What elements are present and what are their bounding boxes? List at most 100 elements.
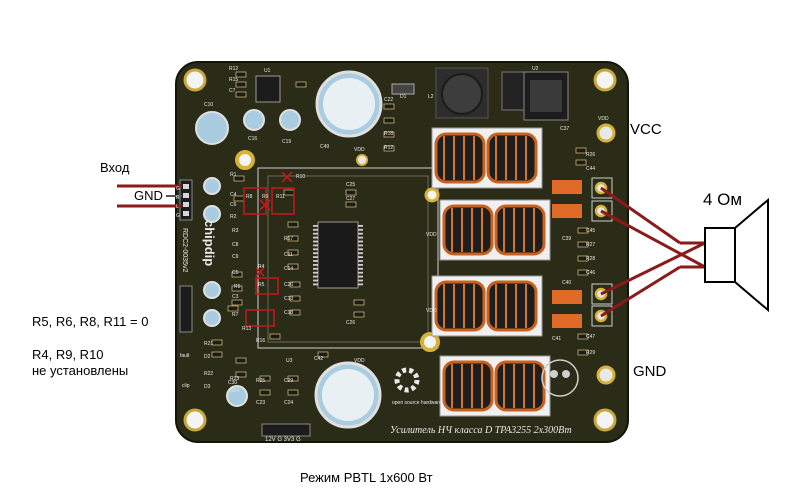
inductor-core [434, 132, 486, 184]
component-ref-c39: C39 [562, 236, 571, 242]
pcb-inner-outline-2 [267, 175, 429, 343]
not-installed-label-2: не установлены [32, 363, 129, 378]
ic-tpa3255 [317, 221, 359, 289]
component-ref-r8: R8 [246, 194, 253, 200]
smd-part [235, 81, 247, 88]
board-clip-label: clip [182, 383, 190, 389]
ic-pin [313, 225, 318, 227]
terminal-frame [591, 177, 613, 199]
component-ref-c29: C29 [284, 378, 293, 384]
smd-part [289, 309, 301, 316]
component-ref-r4: R4 [258, 264, 265, 270]
inductor-core [486, 280, 538, 332]
smd-part [235, 371, 247, 378]
ic-pin [313, 248, 318, 251]
big-capacitor-top [322, 369, 374, 421]
orange-pad [552, 204, 582, 218]
smd-part [577, 227, 589, 234]
ic-pin [313, 264, 318, 266]
board-part-number: RDC2-0035v2 [181, 228, 188, 272]
component-ref-r29: R29 [586, 350, 595, 356]
input-wires [117, 184, 182, 208]
board-pin-label: R [176, 195, 180, 201]
board-vdd-label: VDD [426, 308, 437, 314]
skull-logo-eye [550, 370, 558, 378]
power-connector [261, 423, 311, 437]
inductor-core [442, 360, 494, 412]
component-ref-c27: C27 [346, 196, 355, 202]
component-ref-r28: R28 [586, 256, 595, 262]
component-ref-c6: C6 [230, 202, 237, 208]
board-pin-label: L [176, 204, 179, 210]
component-ref-c44: C44 [586, 166, 595, 172]
component-ref-c25: C25 [346, 182, 355, 188]
board-fault-label: fault [180, 353, 190, 359]
inductor-core [486, 132, 538, 184]
board-vdd-label: VDD [354, 358, 365, 364]
smd-part [289, 281, 301, 288]
mounting-hole [424, 187, 440, 203]
smd-part [383, 103, 395, 110]
ic-pins [313, 225, 363, 286]
smd-part [575, 147, 587, 154]
ic-pin [313, 283, 318, 286]
ic-pin [358, 279, 363, 282]
smd-part [289, 295, 301, 302]
component-ref-u3: U3 [286, 358, 293, 364]
component-ref-u1: U1 [264, 68, 271, 74]
ic-pin [313, 275, 318, 278]
board-title: Усилитель НЧ класса D TPA3255 2x300Вт [390, 425, 572, 436]
smd-part [383, 131, 395, 138]
smd-part [287, 235, 299, 242]
ic-pin [358, 248, 363, 251]
inductor-core [494, 204, 546, 256]
smd-part [269, 333, 281, 340]
component-ref-r5: R5 [258, 282, 265, 288]
component-ref-r7: R7 [232, 312, 239, 318]
smd-part [353, 311, 365, 318]
orange-pad [552, 314, 582, 328]
ic-pin [358, 260, 363, 262]
not-installed-label-1: R4, R9, R10 [32, 347, 104, 362]
smd-part [287, 221, 299, 228]
component-ref-d3: D3 [204, 384, 211, 390]
component-ref-r10: R10 [296, 174, 305, 180]
smd-part [577, 255, 589, 262]
ic-pin [313, 267, 318, 270]
smd-part [577, 349, 589, 356]
smd-part [231, 271, 243, 278]
board-oshw-text: open source hardware [392, 400, 442, 406]
smd-part [287, 389, 299, 396]
component-ref-r16: R16 [256, 338, 265, 344]
board-connector-label: 12V G 3V3 G [265, 437, 301, 443]
component-ref-d1: D1 [400, 94, 407, 100]
capacitor-input [203, 309, 221, 327]
smd-part [211, 351, 223, 358]
smd-part [577, 333, 589, 340]
orange-pad [552, 180, 582, 194]
oshw-logo [394, 367, 420, 393]
smd-part [577, 241, 589, 248]
component-ref-c47: C47 [586, 334, 595, 340]
component-ref-c19: C19 [282, 139, 291, 145]
ic-pin [358, 264, 363, 266]
ic-pin [358, 275, 363, 278]
terminal-frame [591, 283, 613, 305]
smd-part [383, 145, 395, 152]
gnd-pad [596, 365, 616, 385]
ic-pin [358, 236, 363, 239]
smd-part [211, 339, 223, 346]
component-ref-c41: C41 [552, 336, 561, 342]
ic-pin [313, 240, 318, 243]
ic-pin [358, 244, 363, 247]
mounting-hole [183, 68, 207, 92]
load-label: 4 Ом [703, 190, 743, 209]
smd-part [317, 351, 329, 358]
ic-pin [313, 260, 318, 262]
output-inductors [431, 127, 551, 417]
component-ref-c42: C42 [314, 356, 323, 362]
smd-part [575, 159, 587, 166]
board-vdd-label: VDD [426, 232, 437, 238]
ic-pin [358, 240, 363, 243]
